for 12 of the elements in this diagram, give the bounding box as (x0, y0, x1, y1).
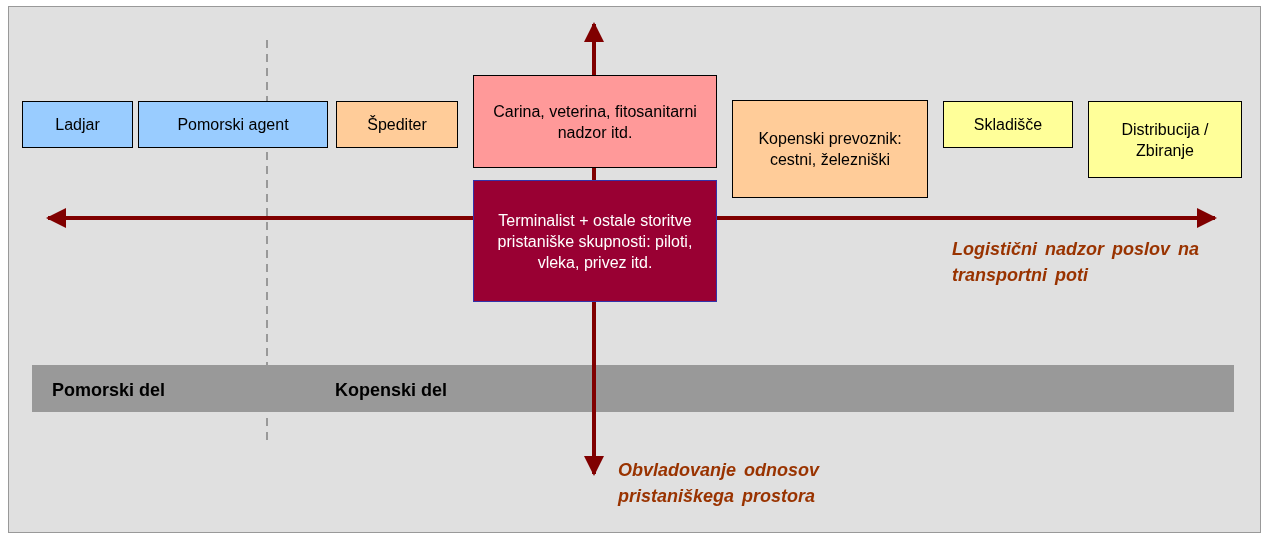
process-box: Kopenski prevoznik: cestni, železniški (732, 100, 928, 198)
process-box: Carina, veterina, fitosanitarni nadzor itd. (473, 75, 717, 168)
process-box: Špediter (336, 101, 458, 148)
band-label: Kopenski del (335, 379, 449, 402)
process-box: Ladjar (22, 101, 133, 148)
process-box: Skladišče (943, 101, 1073, 148)
axis-label: Obvladovanje odnosov pristaniškega prostora (618, 459, 821, 508)
process-box: Distribucija / Zbiranje (1088, 101, 1242, 178)
process-box: Terminalist + ostale storitve pristaniške skupnosti: piloti, vleka, privez itd. (473, 180, 717, 302)
process-box: Pomorski agent (138, 101, 328, 148)
axis-label: Logistični nadzor poslov na transportni poti (952, 238, 1201, 287)
band-label: Pomorski del (52, 379, 167, 402)
